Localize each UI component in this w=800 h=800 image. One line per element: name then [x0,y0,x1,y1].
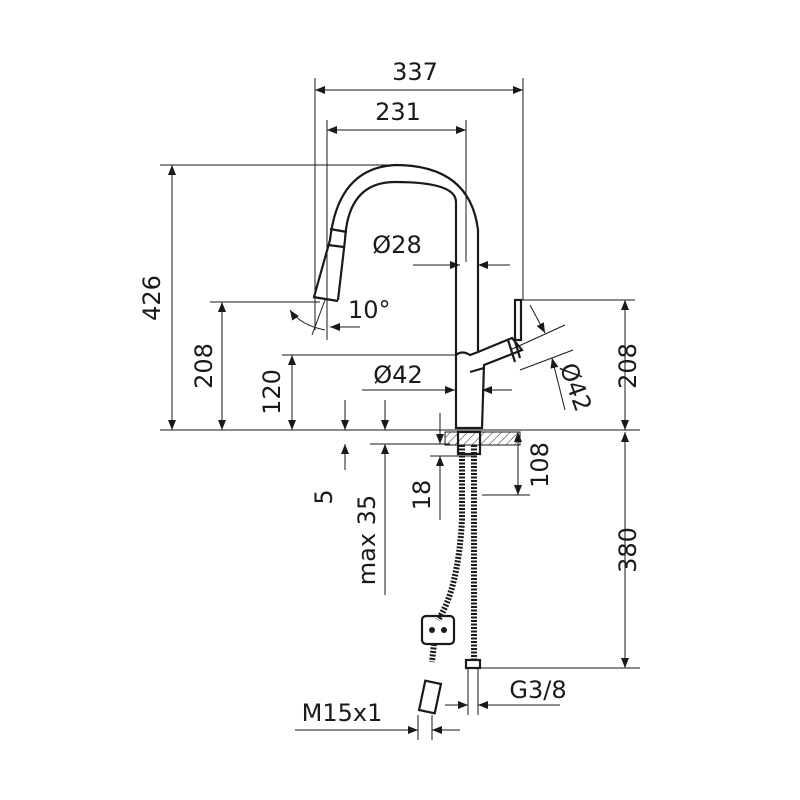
spray-hose-fitting [417,679,443,715]
dim-overall-reach: 337 [392,58,438,86]
dim-lever-diameter: Ø42 [554,359,597,415]
dim-supply-thread: G3/8 [509,676,566,704]
spout-outer-edge [312,163,480,352]
dim-spray-angle: 10° [348,296,391,324]
lever-handle [513,298,523,342]
dim-body-height: 120 [258,369,286,415]
countertop-section [444,431,521,446]
dimension-lines [168,86,629,734]
dim-spout-reach: 231 [375,98,421,126]
supply-fitting [464,658,482,670]
dim-shank-length: 108 [526,442,554,488]
dim-total-height: 426 [138,275,166,321]
spout-inner-edge [336,180,458,355]
dim-spout-diameter: Ø28 [372,231,421,259]
dim-nut-height: 18 [408,480,436,511]
dim-spray-thread: M15x1 [302,699,383,727]
dim-deck-min: 5 [310,489,338,504]
dim-spout-outlet-height: 208 [190,343,218,389]
spray-band [329,227,348,234]
dim-hose-length: 380 [614,527,642,573]
extension-lines [160,78,640,740]
dim-body-diameter: Ø42 [373,361,422,389]
faucet-body [312,163,524,715]
hose-weight [420,614,456,646]
dimension-labels: 337 231 426 208 120 208 380 108 5 max 35… [138,58,642,727]
dim-lever-height: 208 [614,343,642,389]
dim-deck-max: max 35 [353,495,381,585]
mounting-nut [456,430,482,456]
spray-hose [435,445,465,622]
spray-head-tip [312,295,339,303]
faucet-column [454,336,524,430]
